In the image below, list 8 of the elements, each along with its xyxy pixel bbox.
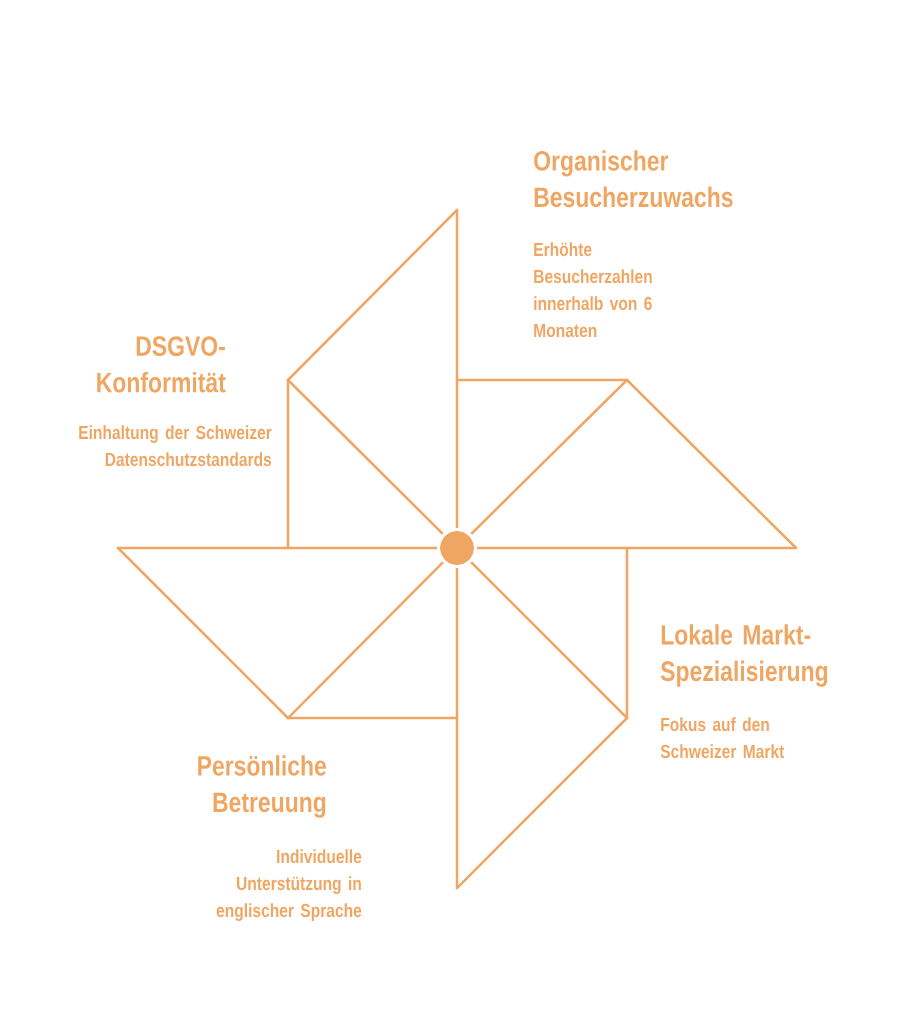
heading: Persönliche Betreuung bbox=[198, 755, 326, 818]
description: Fokus auf den Schweizer Markt bbox=[660, 717, 785, 759]
heading: Organischer Besucherzuwachs bbox=[534, 150, 733, 208]
description: Erhöhte Besucherzahlen innerhalb von 6 Monaten bbox=[534, 242, 652, 338]
heading: Lokale Markt- Spezialisierung bbox=[660, 624, 828, 687]
heading: DSGVO- Konformität bbox=[97, 336, 226, 393]
description: Individuelle Unterstützung in englischer Sprache bbox=[216, 849, 362, 921]
description: Einhaltung der Schweizer Datenschutzstandards bbox=[79, 425, 272, 467]
